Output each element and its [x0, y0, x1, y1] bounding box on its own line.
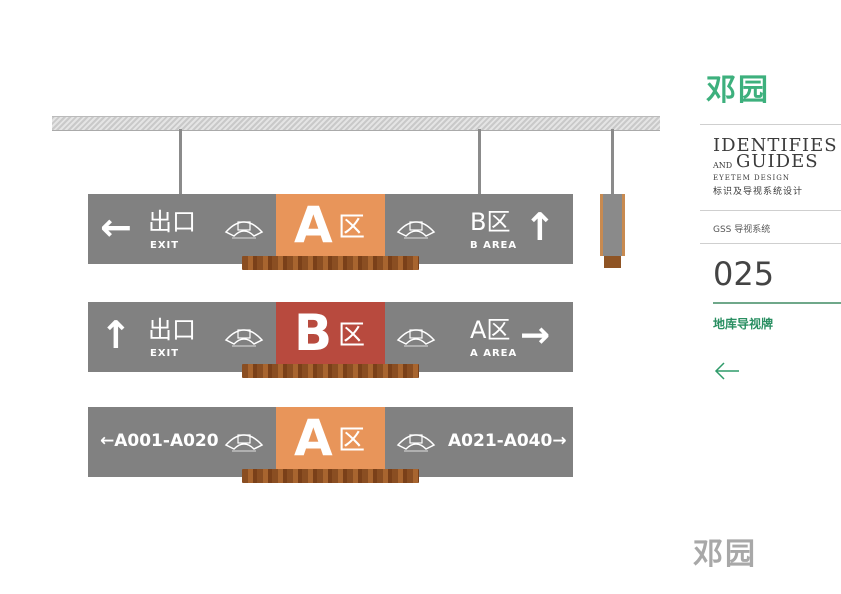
b-area-label-en: B AREA [470, 240, 518, 251]
divider [700, 124, 841, 125]
brand-logo: 邓园 [706, 73, 770, 108]
zone-panel: B 区 [276, 302, 385, 372]
divider [700, 210, 841, 211]
fan-logo-icon [224, 221, 264, 239]
arrow-left-icon[interactable] [714, 360, 740, 386]
ceiling-beam [52, 116, 660, 131]
section-label: GSS 导视系统 [713, 225, 771, 235]
title-and: AND [713, 161, 733, 170]
fan-logo-icon [224, 434, 264, 452]
divider [700, 243, 841, 244]
hanging-rod [179, 129, 182, 194]
exit-label-en: EXIT [150, 348, 180, 359]
fan-logo-icon [396, 434, 436, 452]
hanging-rod [611, 129, 614, 194]
page-number: 025 [713, 255, 775, 293]
arrow-left-icon: ← [100, 205, 132, 249]
exit-label-cn: 出口 [148, 208, 196, 236]
exit-label-cn: 出口 [148, 316, 196, 344]
parking-sign-a-range: ←A001-A020 A 区 A021-A040→ [88, 407, 573, 483]
zone-letter: A [294, 196, 333, 254]
space-range-right: A021-A040→ [448, 431, 567, 451]
fan-logo-icon [224, 329, 264, 347]
zone-char: 区 [338, 425, 365, 456]
space-range-left: ←A001-A020 [100, 431, 219, 451]
zone-panel: A 区 [276, 194, 385, 264]
fan-logo-icon [396, 221, 436, 239]
arrow-up-icon: ↑ [100, 313, 132, 357]
brand-logo-footer: 邓园 [693, 537, 757, 572]
hanging-rod [478, 129, 481, 194]
zone-char: 区 [338, 212, 365, 243]
accent-bar [713, 302, 841, 304]
wood-base [242, 364, 419, 378]
arrow-up-icon: ↑ [524, 205, 556, 249]
zone-letter: B [294, 304, 333, 362]
a-area-label-en: A AREA [470, 348, 518, 359]
sign-side-wood-base [604, 256, 621, 268]
wood-base [242, 256, 419, 270]
sign-side-view [600, 194, 625, 256]
zone-char: 区 [338, 320, 365, 351]
title-guides: GUIDES [736, 151, 819, 172]
a-area-label-cn: A区 [470, 316, 511, 344]
subtitle-en: EYETEM DESIGN [713, 174, 791, 182]
zone-panel: A 区 [276, 407, 385, 477]
arrow-right-icon: → [520, 315, 551, 356]
parking-sign-a-zone: ← 出口 EXIT A 区 B区 B AREA ↑ [88, 194, 573, 270]
fan-logo-icon [396, 329, 436, 347]
subtitle-cn: 标识及导视系统设计 [713, 187, 804, 197]
b-area-label-cn: B区 [470, 208, 511, 236]
exit-label-en: EXIT [150, 240, 180, 251]
title-identifies: IDENTIFIES [713, 135, 838, 156]
parking-sign-b-zone: ↑ 出口 EXIT B 区 A区 A AREA → [88, 302, 573, 378]
zone-letter: A [294, 409, 333, 467]
category-title: 地库导视牌 [713, 317, 774, 331]
wood-base [242, 469, 419, 483]
back-arrow-icon [714, 362, 739, 380]
